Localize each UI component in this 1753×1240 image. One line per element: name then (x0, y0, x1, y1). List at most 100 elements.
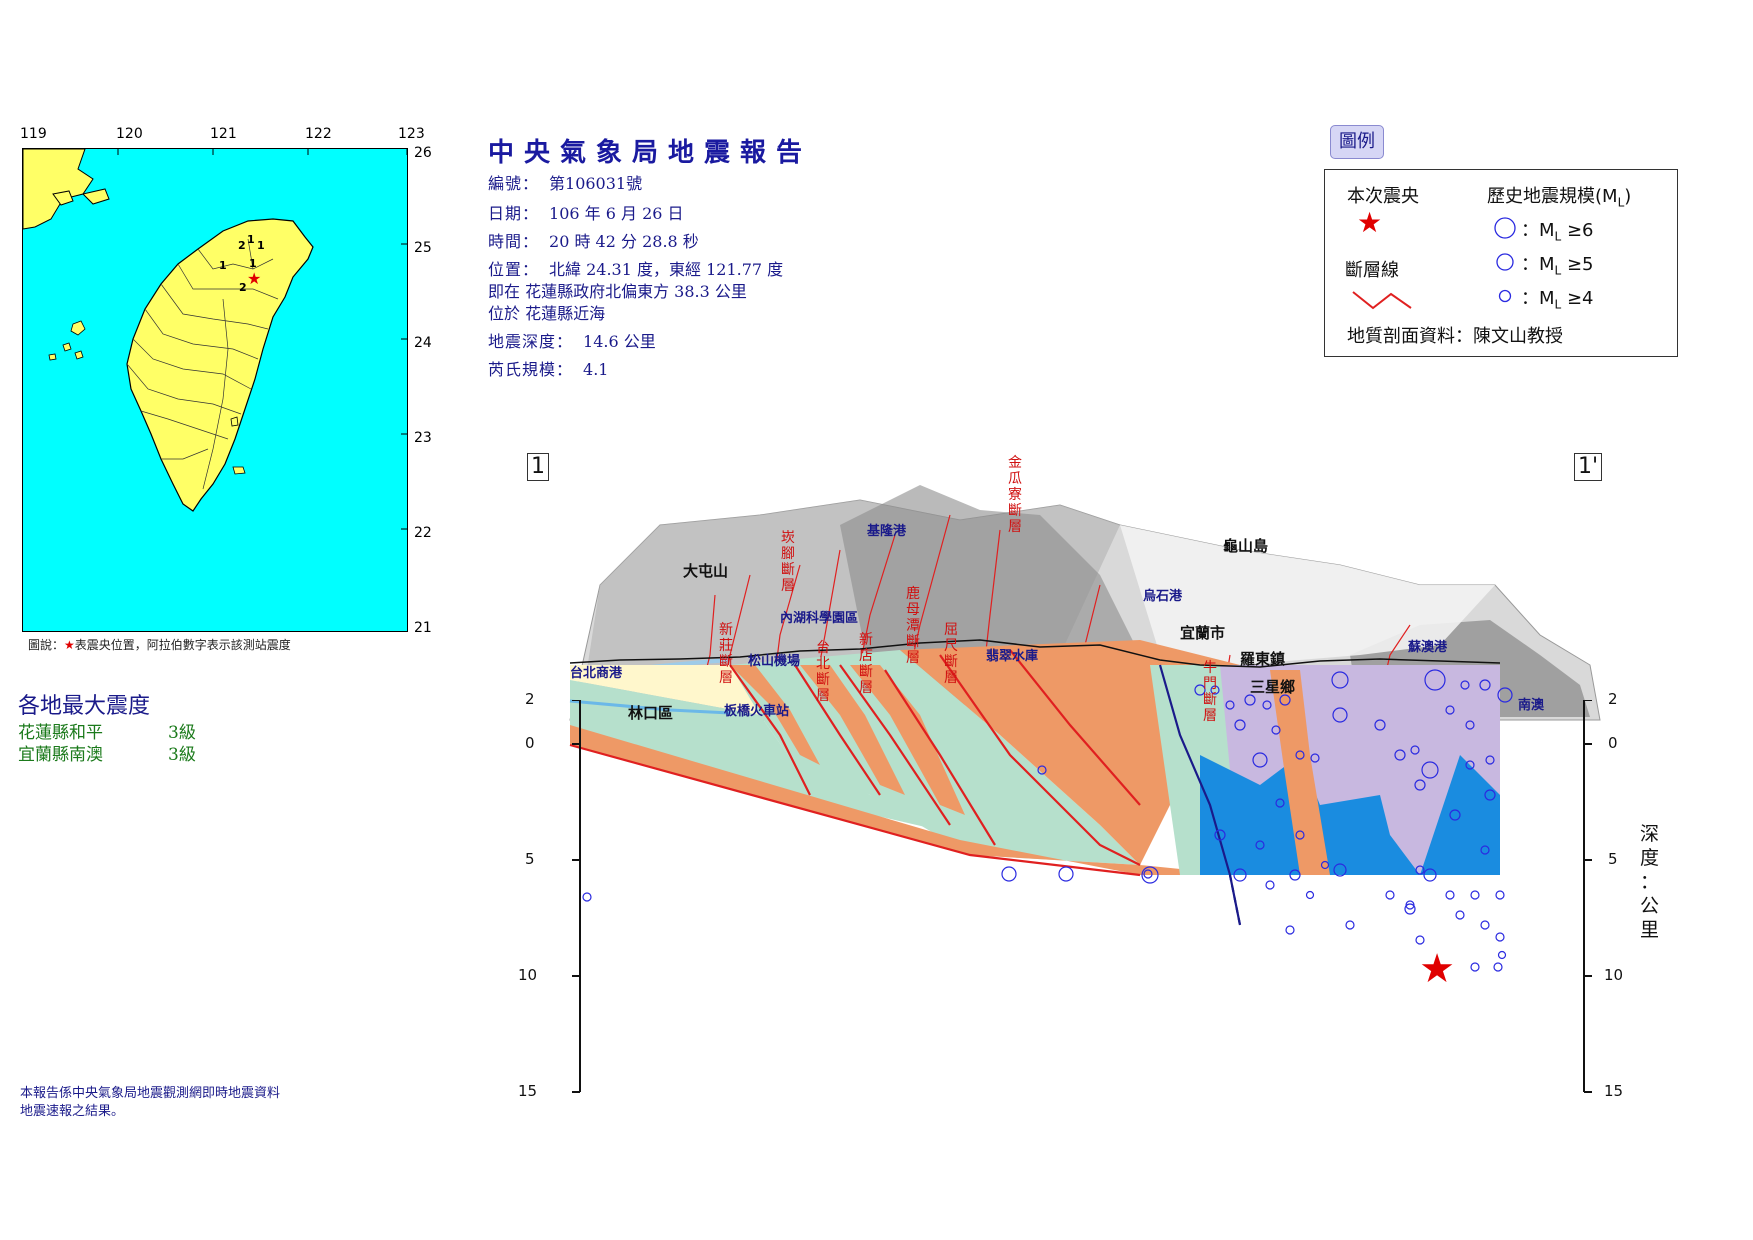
section-faults (569, 649, 1141, 877)
lon-label-122: 122 (305, 126, 332, 142)
time-label: 時間： (488, 232, 540, 251)
lon-label-120: 120 (116, 126, 143, 142)
fault-label-xinzhuang: 新莊斷層 (719, 622, 733, 686)
ground-surface (569, 639, 1501, 668)
depth-tick-left-2: 2 (525, 690, 535, 708)
depth-axis-char: 公 (1640, 895, 1660, 917)
footnote-line1: 本報告係中央氣象局地震觀測網即時地震資料 (20, 1086, 281, 1101)
taiwan-map-svg: 2 1 1 1 1 2 ★ (22, 148, 408, 530)
lat-label-21: 21 (414, 620, 432, 636)
penghu-islands (48, 320, 86, 361)
place-nanao: 南澳 (1518, 698, 1545, 713)
station-intensity: 1 (257, 239, 265, 252)
layer-orange-band (730, 665, 820, 765)
legend-tag: 圖例 (1330, 125, 1384, 159)
date-value: 106 年 6 月 26 日 (549, 204, 684, 223)
report-time: 時間： 20 時 42 分 28.8 秒 (488, 228, 699, 252)
circle-m5-icon (1496, 253, 1514, 271)
history-label-text: 歷史地震規模(M (1487, 186, 1618, 207)
station-intensity: 1 (219, 259, 227, 272)
place-yilan: 宜蘭市 (1180, 624, 1226, 642)
depth-tick-left-15: 15 (518, 1082, 538, 1100)
footnote-line2: 地震速報之結果。 (20, 1104, 125, 1119)
epicenter-star-icon: ★ (1357, 206, 1383, 239)
depth-tick-right-0: 0 (1608, 734, 1618, 752)
fault-label-xindian: 新店斷層 (859, 632, 873, 696)
location-label: 位置： (488, 260, 540, 279)
station-intensity: 1 (247, 233, 255, 246)
report-location-line2: 即在 花蓮縣政府北偏東方 38.3 公里 (488, 282, 747, 301)
depth-axis-char: 深 (1640, 823, 1660, 845)
report-number: 編號：第106031號 (488, 170, 642, 194)
layer-cream (570, 665, 760, 715)
magnitude-label: 芮氏規模： (488, 360, 574, 379)
place-dadun: 大屯山 (683, 562, 729, 580)
layer-orange-band3 (850, 665, 965, 815)
circle-m4-icon (1498, 289, 1512, 303)
place-taipei-port: 台北商港 (570, 666, 623, 681)
lat-label-22: 22 (414, 525, 432, 541)
report-location: 位置：北緯 24.31 度，東經 121.77 度 (488, 256, 783, 280)
report-title: 中央氣象局地震報告 (488, 138, 813, 168)
depth-tick-right-10: 10 (1604, 966, 1624, 984)
lat-label-25: 25 (414, 240, 432, 256)
legend-m5: ：ML ≥5 (1521, 250, 1594, 278)
section-start-mark: 1 (527, 453, 549, 481)
station-intensity: 2 (239, 281, 247, 294)
legend-m6: ：ML ≥6 (1521, 216, 1594, 244)
depth-label: 地震深度： (488, 332, 574, 351)
magnitude-value: 4.1 (583, 360, 609, 379)
legend-history-label: 歷史地震規模(ML) (1487, 182, 1631, 210)
legend-fault-label: 斷層線 (1345, 260, 1399, 281)
legend-epicenter-label: 本次震央 (1347, 186, 1419, 207)
report-location-line3: 位於 花蓮縣近海 (488, 304, 606, 323)
place-luodong: 羅東鎮 (1240, 650, 1286, 668)
legend-m4: ：ML ≥4 (1521, 284, 1594, 312)
epicenter-star-icon: ★ (1419, 946, 1455, 992)
fault-label-niumen: 牛門斷層 (1203, 660, 1217, 724)
m6-sub: L (1554, 229, 1562, 244)
taiwan-index-map: 2 1 1 1 1 2 ★ (22, 148, 408, 632)
intensity-row: 花蓮縣和平 (18, 718, 103, 743)
time-value: 20 時 42 分 28.8 秒 (549, 232, 699, 251)
date-label: 日期： (488, 204, 540, 223)
m4-prefix: ：M (1521, 288, 1555, 309)
report-depth: 地震深度：14.6 公里 (488, 328, 656, 352)
place-suao: 蘇澳港 (1408, 640, 1448, 655)
lon-label-123: 123 (398, 126, 425, 142)
epicenter-star-icon: ★ (247, 269, 261, 288)
intensity-level: 3級 (168, 745, 196, 765)
fault-label-qujian: 屈尺斷層 (944, 622, 958, 686)
lat-label-23: 23 (414, 430, 432, 446)
m6-value: ≥6 (1566, 220, 1594, 241)
lat-label-24: 24 (414, 335, 432, 351)
green-island (230, 416, 239, 427)
depth-axis-char: 度 (1640, 847, 1660, 869)
m6-prefix: ：M (1521, 220, 1555, 241)
station-intensity: 2 (238, 239, 246, 252)
lat-label-26: 26 (414, 145, 432, 161)
place-songshan: 松山機場 (748, 654, 801, 669)
intensity-place: 花蓮縣和平 (18, 723, 103, 743)
depth-tick-right-5: 5 (1608, 850, 1618, 868)
m4-sub: L (1554, 297, 1562, 312)
fault-label-luyukeng: 鹿母潭斷層 (906, 586, 920, 666)
intensity-level: 3級 (168, 723, 196, 743)
intensity-place: 宜蘭縣南澳 (18, 745, 103, 765)
number-value: 第106031號 (549, 174, 643, 193)
depth-axis-left (572, 700, 581, 1093)
caption-star-icon: ★ (64, 638, 75, 652)
report-date: 日期： 106 年 6 月 26 日 (488, 200, 684, 224)
depth-axis-char: ： (1640, 871, 1660, 893)
fault-label-taipei: 台北斷層 (816, 640, 830, 704)
intensity-row: 宜蘭縣南澳 (18, 740, 103, 765)
section-end-mark: 1' (1574, 453, 1602, 481)
m5-sub: L (1554, 263, 1562, 278)
legend-source: 地質剖面資料：陳文山教授 (1347, 326, 1563, 347)
layer-orange-east (1270, 670, 1330, 875)
place-banqiao: 板橋火車站 (724, 704, 790, 719)
history-label-close: ) (1624, 186, 1632, 207)
report-magnitude: 芮氏規模： 4.1 (488, 356, 608, 380)
legend-box: 本次震央 ★ 斷層線 歷史地震規模(ML) ：ML ≥6 ：ML ≥5 ：ML … (1324, 169, 1678, 357)
geologic-cross-section: ★ (569, 485, 1601, 992)
